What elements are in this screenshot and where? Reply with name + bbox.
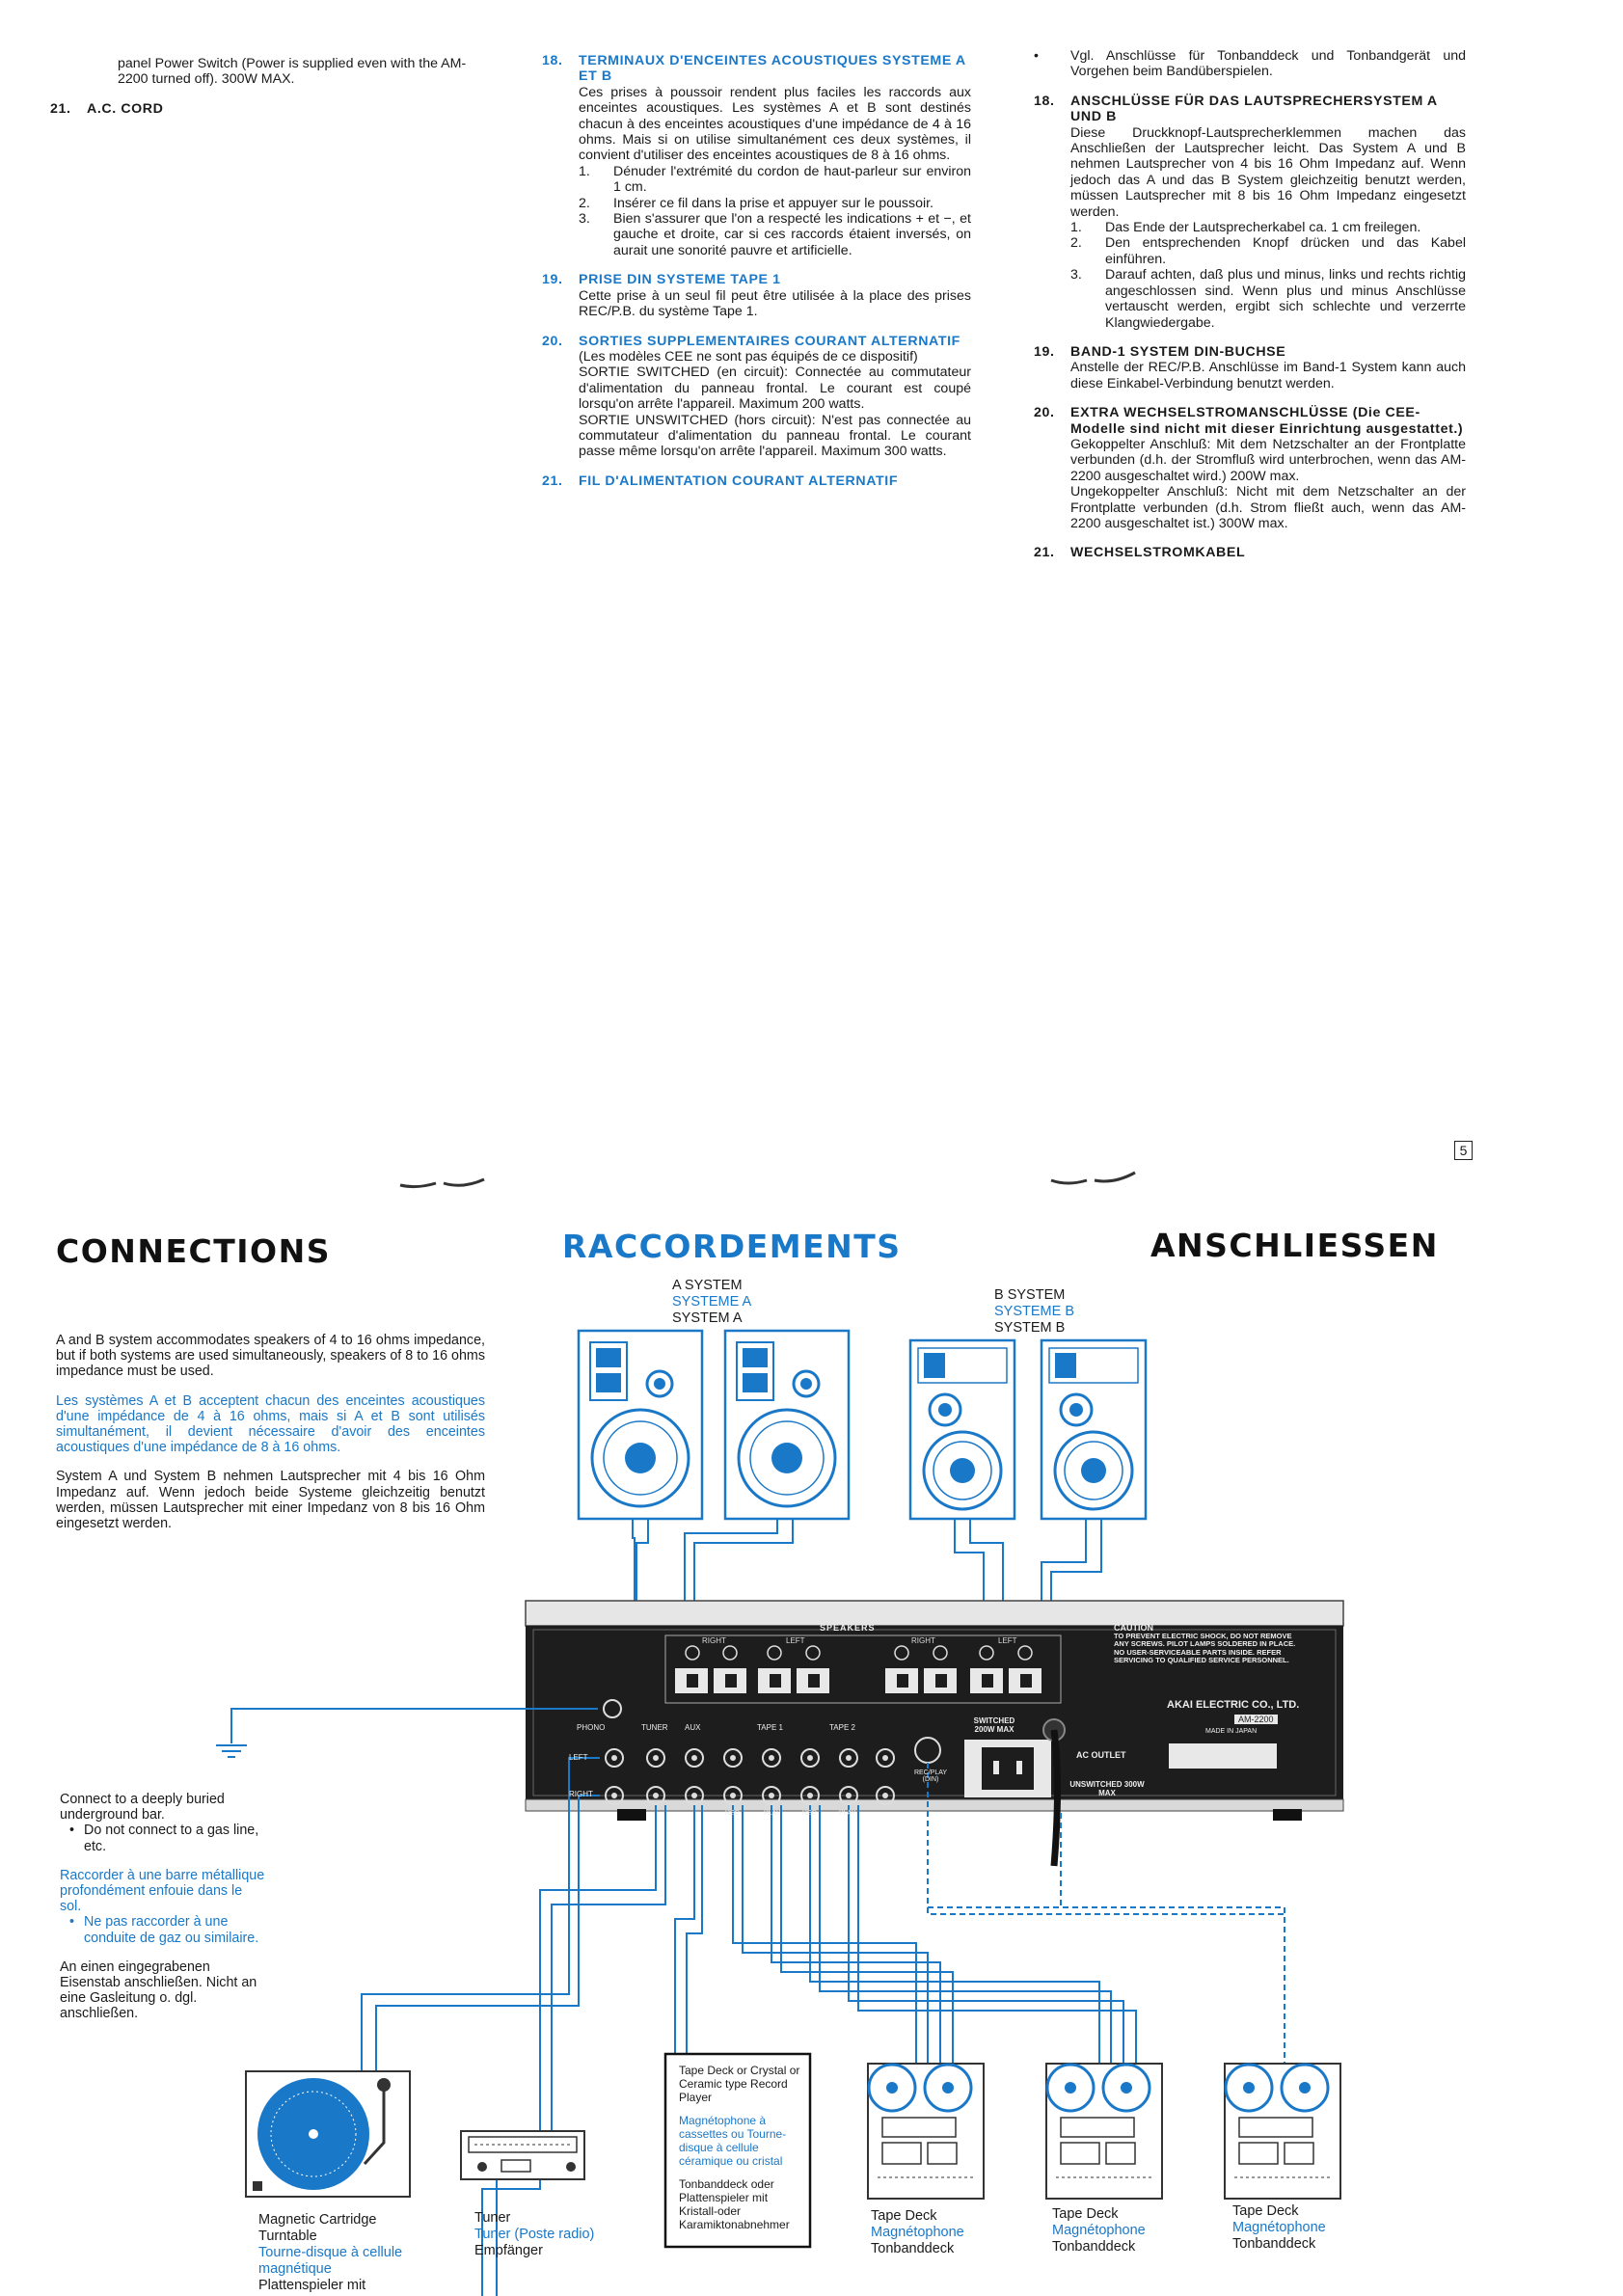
speaker-b-right bbox=[1040, 1338, 1148, 1521]
speaker-b-left bbox=[908, 1338, 1016, 1521]
english-item-21: 21.A.C. CORD bbox=[50, 100, 164, 117]
amp-right-input: RIGHT bbox=[569, 1790, 593, 1798]
turntable-label: Magnetic Cartridge Turntable Tourne-disq… bbox=[258, 2212, 403, 2293]
amp-right-label-b: RIGHT bbox=[911, 1636, 935, 1645]
intro-en: A and B system accommodates speakers of … bbox=[56, 1333, 485, 1380]
tape-deck-2-illustration bbox=[1045, 2063, 1163, 2200]
intro-fr: Les systèmes A et B acceptent chacun des… bbox=[56, 1392, 485, 1456]
turntable-illustration bbox=[245, 2070, 411, 2198]
list-item: 1.Das Ende der Lautsprecherkabel ca. 1 c… bbox=[1070, 220, 1421, 236]
title-raccordements: RACCORDEMENTS bbox=[562, 1228, 902, 1265]
amp-left-input: LEFT bbox=[569, 1753, 588, 1762]
fr-section-19: 19. PRISE DIN SYSTEME TAPE 1 Cette prise… bbox=[542, 272, 971, 320]
tape-deck-1-illustration bbox=[867, 2063, 985, 2200]
tuner-illustration bbox=[460, 2130, 585, 2180]
page-number: 5 bbox=[1454, 1141, 1473, 1160]
fr-section-21: 21. FIL D'ALIMENTATION COURANT ALTERNATI… bbox=[542, 473, 899, 489]
amp-play-2: PLAY bbox=[839, 1810, 856, 1817]
title-connections: CONNECTIONS bbox=[56, 1232, 331, 1270]
amp-input-tuner: TUNER bbox=[641, 1723, 668, 1732]
amp-play-1: PLAY bbox=[764, 1810, 781, 1817]
list-item: 2.Den entsprechenden Knopf drücken und d… bbox=[1070, 235, 1466, 267]
amp-speakers-label: SPEAKERS bbox=[820, 1623, 876, 1633]
amp-switched: SWITCHED 200W MAX bbox=[973, 1716, 1015, 1734]
speaker-a-right bbox=[723, 1329, 851, 1521]
fold-mark-right bbox=[1050, 1171, 1136, 1185]
list-item: 2.Insérer ce fil dans la prise et appuye… bbox=[579, 195, 933, 211]
intro-text: A and B system accommodates speakers of … bbox=[56, 1333, 485, 1545]
de-section-21: 21. WECHSELSTROMKABEL bbox=[1034, 545, 1246, 561]
german-column: • Vgl. Anschlüsse für Tonbanddeck und To… bbox=[1034, 48, 1466, 561]
list-item: 3.Bien s'assurer que l'on a respecté les… bbox=[579, 211, 971, 258]
amp-made-in: MADE IN JAPAN bbox=[1205, 1728, 1258, 1735]
ground-instructions: Connect to a deeply buried underground b… bbox=[60, 1792, 265, 2022]
amp-input-tape1: TAPE 1 bbox=[757, 1723, 783, 1732]
speaker-a-left bbox=[577, 1329, 704, 1521]
english-continuation: panel Power Switch (Power is supplied ev… bbox=[118, 56, 467, 88]
tape-deck-3-illustration bbox=[1224, 2063, 1341, 2200]
list-item: 1.Dénuder l'extrémité du cordon de haut-… bbox=[579, 163, 971, 196]
fr-section-20: 20. SORTIES SUPPLEMENTAIRES COURANT ALTE… bbox=[542, 333, 971, 460]
tape-deck-1-label: Tape Deck Magnétophone Tonbanddeck bbox=[871, 2208, 964, 2256]
crystal-player-label: Tape Deck or Crystal or Ceramic type Rec… bbox=[679, 2064, 800, 2231]
amp-rec-play-din: REC/PLAY (DIN) bbox=[913, 1769, 948, 1783]
connection-diagram bbox=[216, 1329, 1344, 2296]
amp-right-label-a: RIGHT bbox=[702, 1636, 726, 1645]
fold-mark-left bbox=[399, 1177, 485, 1189]
de-section-19: 19. BAND-1 SYSTEM DIN-BUCHSE Anstelle de… bbox=[1034, 343, 1466, 392]
de-section-18: 18. ANSCHLÜSSE FÜR DAS LAUTSPRECHERSYSTE… bbox=[1034, 93, 1466, 331]
amp-unswitched: UNSWITCHED 300W MAX bbox=[1069, 1780, 1145, 1797]
fr-section-18: 18. TERMINAUX D'ENCEINTES ACOUSTIQUES SY… bbox=[542, 53, 971, 258]
english-column: panel Power Switch (Power is supplied ev… bbox=[50, 56, 482, 117]
de-note: • Vgl. Anschlüsse für Tonbanddeck und To… bbox=[1034, 48, 1466, 80]
amp-model: AM-2200 bbox=[1234, 1715, 1278, 1724]
amp-left-label-a: LEFT bbox=[786, 1636, 805, 1645]
amp-brand: AKAI ELECTRIC CO., LTD. bbox=[1167, 1699, 1300, 1711]
amp-rec-2: REC bbox=[802, 1810, 817, 1817]
tuner-label: Tuner Tuner (Poste radio) Empfänger bbox=[474, 2210, 595, 2258]
amp-input-tape2: TAPE 2 bbox=[829, 1723, 855, 1732]
title-anschliessen: ANSCHLIESSEN bbox=[1150, 1227, 1439, 1264]
french-column: 18. TERMINAUX D'ENCEINTES ACOUSTIQUES SY… bbox=[542, 53, 971, 489]
system-b-label: B SYSTEM SYSTEME B SYSTEM B bbox=[994, 1287, 1074, 1336]
intro-de: System A und System B nehmen Lautspreche… bbox=[56, 1469, 485, 1532]
amp-input-aux: AUX bbox=[685, 1723, 701, 1732]
amp-ac-outlet: AC OUTLET bbox=[1076, 1750, 1126, 1760]
de-section-20: 20. EXTRA WECHSELSTROMANSCHLÜSSE (Die CE… bbox=[1034, 405, 1466, 531]
amplifier-rear-panel bbox=[525, 1600, 1344, 1821]
amp-left-label-b: LEFT bbox=[998, 1636, 1017, 1645]
amp-rec-1: REC bbox=[725, 1810, 740, 1817]
list-item: 3.Darauf achten, daß plus und minus, lin… bbox=[1070, 267, 1466, 331]
amp-input-phono: PHONO bbox=[577, 1723, 606, 1732]
system-a-label: A SYSTEM SYSTEME A SYSTEM A bbox=[672, 1278, 752, 1326]
tape-deck-2-label: Tape Deck Magnétophone Tonbanddeck bbox=[1052, 2206, 1146, 2255]
tape-deck-3-label: Tape Deck Magnétophone Tonbanddeck bbox=[1232, 2203, 1326, 2252]
amp-caution: CAUTION TO PREVENT ELECTRIC SHOCK, DO NO… bbox=[1114, 1623, 1296, 1664]
